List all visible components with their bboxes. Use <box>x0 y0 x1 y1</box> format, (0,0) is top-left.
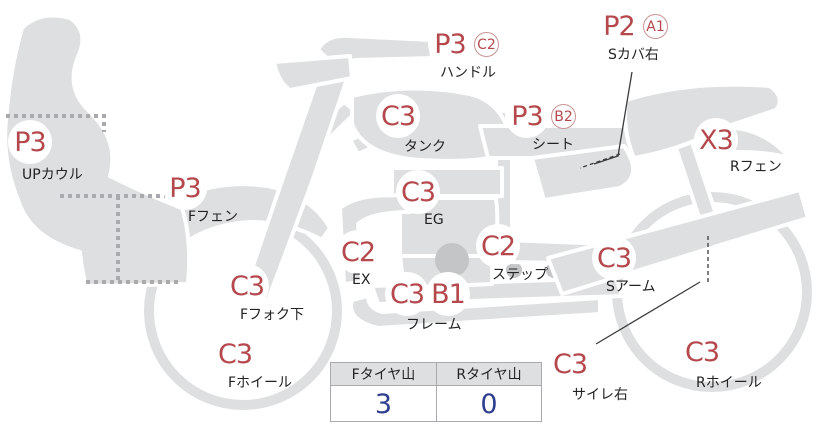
tank-label: タンク <box>404 139 446 155</box>
cowl-division-lines <box>6 114 182 284</box>
r-fender-label: Rフェン <box>730 159 782 175</box>
leader-lines <box>579 71 709 345</box>
engine-grade-badge: C3 <box>396 170 440 214</box>
upper-cowl-shape <box>3 13 192 288</box>
f-fork-label: Fフォク下 <box>240 307 305 323</box>
exhaust-label: EX <box>352 272 371 288</box>
frame-grade-badge: C3 <box>385 272 429 316</box>
engine-label: EG <box>424 212 444 228</box>
up-cowl-label: UPカウル <box>22 167 83 183</box>
front-fork-upper-shape <box>272 54 354 92</box>
side-cover-sub-grade-badge: A1 <box>643 14 668 39</box>
tank-grade-badge: C3 <box>376 94 420 138</box>
frame-sub-grade-badge: B1 <box>426 272 470 316</box>
handle-grade-badge: P3 <box>428 22 472 66</box>
front-tread-value: 3 <box>374 388 393 420</box>
r-wheel-grade-badge: C3 <box>680 330 724 374</box>
f-fork-grade-badge: C3 <box>225 264 269 308</box>
silencer-grade-badge: C3 <box>548 342 592 386</box>
exhaust-grade-badge: C2 <box>336 230 380 274</box>
front-tread-header: Fタイヤ山 <box>331 363 436 385</box>
r-wheel-label: Rホイール <box>696 375 762 391</box>
swing-arm-label: Sアーム <box>606 279 656 295</box>
f-wheel-grade-badge: C3 <box>213 332 257 376</box>
up-cowl-grade-badge: P3 <box>8 120 52 164</box>
seat-sub-grade-badge: B2 <box>551 104 576 129</box>
frame-label: フレーム <box>406 317 462 333</box>
f-fender-grade-badge: P3 <box>163 166 207 210</box>
table-column-divider <box>436 363 437 421</box>
step-grade-badge: C2 <box>476 224 520 268</box>
silencer-label: サイレ右 <box>572 387 628 403</box>
rear-tread-header: Rタイヤ山 <box>437 363 541 385</box>
side-cover-grade-badge: P2 <box>597 4 641 48</box>
handle-label: ハンドル <box>440 65 496 81</box>
step-label: ステップ <box>492 267 548 283</box>
swing-arm-grade-badge: C3 <box>592 236 636 280</box>
f-fender-label: Fフェン <box>188 209 239 225</box>
r-fender-grade-badge: X3 <box>694 118 738 162</box>
seat-label: シート <box>532 137 574 153</box>
side-cover-label: Sカバ右 <box>608 47 659 63</box>
seat-grade-badge: P3 <box>505 94 549 138</box>
handle-sub-grade-badge: C2 <box>474 32 499 57</box>
rear-tread-value: 0 <box>480 388 498 420</box>
tire-tread-table: Fタイヤ山 Rタイヤ山 3 0 <box>330 362 542 422</box>
f-wheel-label: Fホイール <box>228 375 293 391</box>
